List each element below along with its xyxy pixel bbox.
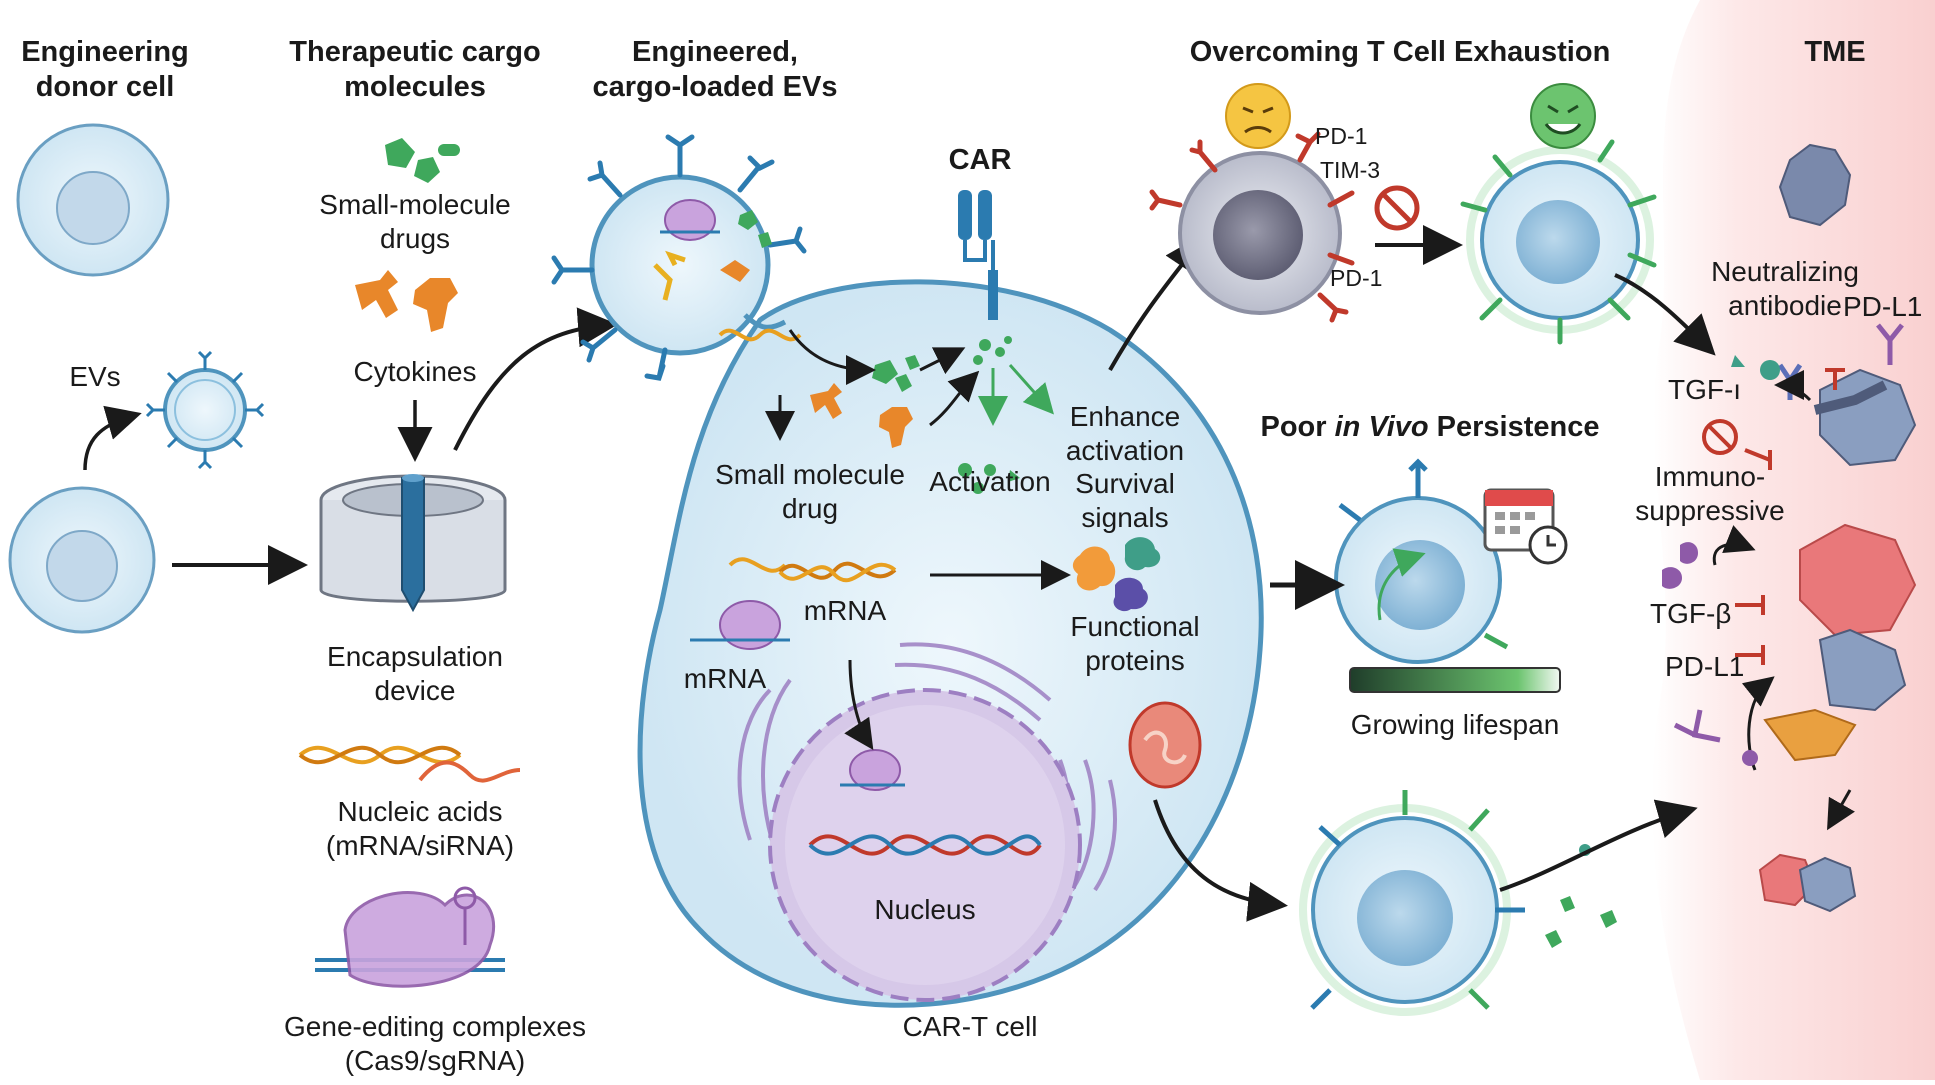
calendar-icon: [1483, 488, 1568, 565]
tme-region: [1652, 0, 1935, 1080]
label-neutralizing-antibodies: Neutralizing antibodie: [1711, 256, 1859, 321]
label-mrna-2: mRNA: [683, 663, 767, 694]
label-car-t-cell: CAR-T cell: [902, 1011, 1038, 1042]
arrow-evs: [83, 405, 142, 471]
label-evs: EVs: [69, 361, 121, 392]
label-pd1-bottom: PD-1: [1330, 265, 1383, 291]
label-immunosuppressive: Immuno- suppressive: [1635, 461, 1785, 526]
label-mrna-1: mRNA: [803, 595, 887, 626]
ev-receptors: [551, 134, 807, 381]
label-activation: Activation: [929, 466, 1051, 497]
label-encapsulation-device: Encapsulation device: [327, 641, 503, 706]
heading-tme: TME: [1804, 36, 1866, 68]
label-pdl1-top: PD-L1: [1843, 291, 1923, 322]
label-pdl1-bottom: PD-L1: [1665, 651, 1745, 682]
inner-drug-shapes: [872, 355, 920, 392]
heading-engineered-evs: Engineered, cargo-loaded EVs: [592, 36, 838, 103]
ev-cargo: [653, 199, 802, 342]
inner-cytokines: [810, 383, 913, 448]
label-pd1-top: PD-1: [1315, 123, 1368, 149]
donor-cell-top: [16, 123, 170, 277]
exhausted-t-cell: [1178, 151, 1342, 315]
activation-signals: [958, 336, 1020, 494]
persistence-t-cell: [1334, 496, 1502, 664]
cytokine-shapes: [355, 270, 458, 332]
label-enhance-survival: Enhance activation Survival signals: [1065, 401, 1185, 533]
heading-cargo: Therapeutic cargo molecules: [289, 36, 541, 103]
exhausted-face: [1225, 83, 1291, 149]
activated-receptors: [1310, 790, 1525, 1010]
happy-face: [1530, 83, 1596, 149]
encapsulation-device: [319, 474, 507, 613]
label-nucleus: Nucleus: [874, 894, 976, 925]
label-cytokines: Cytokines: [353, 356, 477, 387]
activated-t-cell: [1299, 804, 1511, 1016]
small-molecule-shapes: [385, 138, 460, 183]
arrow-to-ev: [453, 307, 618, 451]
rescued-receptors: [1460, 139, 1657, 345]
tme-inhibition: [1702, 368, 1845, 665]
label-nucleic-acids: Nucleic acids (mRNA/siRNA): [325, 796, 515, 861]
nucleus: [768, 688, 1082, 1002]
heading-donor-cell: Engineering donor cell: [21, 36, 189, 103]
gene-editing-shape: [315, 886, 505, 988]
functional-proteins: [1072, 537, 1161, 612]
lifespan-bar: [1349, 667, 1561, 693]
persistence-receptors: [1338, 458, 1509, 650]
label-tim3: TIM-3: [1320, 157, 1381, 183]
donor-cell-bottom: [8, 486, 156, 634]
inner-mrna-complex: [690, 600, 790, 650]
tme-molecules: [1662, 542, 1758, 766]
tme-cells: [1758, 143, 1917, 913]
exhausted-receptors: [1149, 131, 1355, 323]
label-tgf-truncated: TGF-ı: [1668, 374, 1742, 405]
car-receptor: [958, 190, 998, 320]
nucleic-acid-shapes: [298, 745, 521, 783]
heading-exhaustion: Overcoming T Cell Exhaustion: [1189, 36, 1611, 68]
small-ev: [145, 350, 265, 470]
secreted-molecules: [1545, 844, 1617, 948]
mitochondrion: [1128, 701, 1202, 789]
label-gene-editing: Gene-editing complexes (Cas9/sgRNA): [284, 1011, 586, 1076]
label-car: CAR: [948, 144, 1012, 176]
label-small-molecule-drug: Small molecule drug: [715, 459, 905, 524]
label-functional-proteins: Functional proteins: [1070, 611, 1200, 676]
label-growing-lifespan: Growing lifespan: [1350, 709, 1560, 740]
label-tgf-beta: TGF-β: [1650, 598, 1732, 629]
inner-nucleic-acids: [728, 557, 897, 583]
block-sign: [1374, 185, 1420, 231]
label-small-molecule-drugs: Small-molecule drugs: [319, 189, 511, 254]
heading-persistence: Poor in Vivo Persistence: [1260, 411, 1600, 443]
